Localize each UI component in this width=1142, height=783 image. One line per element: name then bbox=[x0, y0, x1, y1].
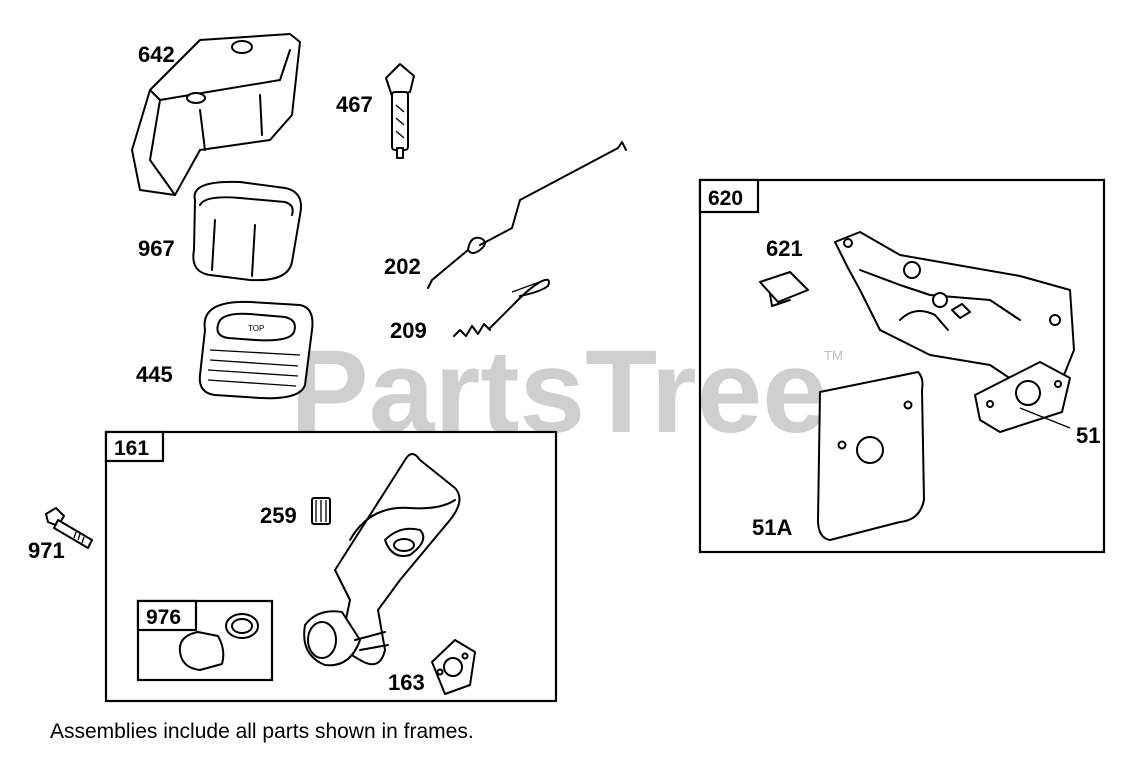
gasket-163-illustration bbox=[431, 639, 476, 695]
label-209: 209 bbox=[390, 318, 427, 343]
svg-text:TOP: TOP bbox=[248, 324, 264, 333]
assemblies-note: Assemblies include all parts shown in fr… bbox=[50, 720, 474, 743]
fitting-976-illustration bbox=[178, 613, 259, 671]
label-202: 202 bbox=[384, 254, 421, 279]
watermark-text: PartsTree bbox=[290, 326, 828, 458]
gasket-51-illustration bbox=[974, 361, 1071, 433]
governor-link-illustration bbox=[427, 141, 627, 289]
label-971: 971 bbox=[28, 538, 65, 563]
frame-161: 161 bbox=[104, 430, 558, 703]
leader-51 bbox=[1019, 407, 1071, 429]
label-51: 51 bbox=[1076, 423, 1100, 448]
label-445: 445 bbox=[136, 362, 173, 387]
dipstick-illustration bbox=[385, 63, 415, 159]
label-467: 467 bbox=[336, 92, 373, 117]
label-642: 642 bbox=[138, 42, 175, 67]
clip-illustration bbox=[311, 497, 331, 525]
watermark-trademark: TM bbox=[824, 348, 843, 363]
air-cleaner-cover-illustration bbox=[131, 33, 301, 196]
label-51A: 51A bbox=[752, 515, 792, 540]
air-filter-illustration: TOP bbox=[198, 300, 314, 400]
air-horn-illustration bbox=[303, 453, 461, 667]
frame-976: 976 bbox=[136, 599, 274, 682]
clip-621-illustration bbox=[759, 271, 809, 307]
label-967: 967 bbox=[138, 236, 175, 261]
pre-cleaner-illustration bbox=[192, 180, 302, 282]
frame-620-label: 620 bbox=[708, 187, 743, 210]
label-163: 163 bbox=[388, 670, 425, 695]
bolt-illustration bbox=[45, 507, 93, 549]
label-259: 259 bbox=[260, 503, 297, 528]
governor-spring-illustration bbox=[453, 278, 550, 337]
plate-51A-illustration bbox=[817, 371, 925, 541]
frame-620: 620 bbox=[698, 178, 1106, 554]
frame-976-label: 976 bbox=[146, 606, 181, 629]
frame-161-label: 161 bbox=[114, 437, 149, 460]
label-621: 621 bbox=[766, 236, 803, 261]
